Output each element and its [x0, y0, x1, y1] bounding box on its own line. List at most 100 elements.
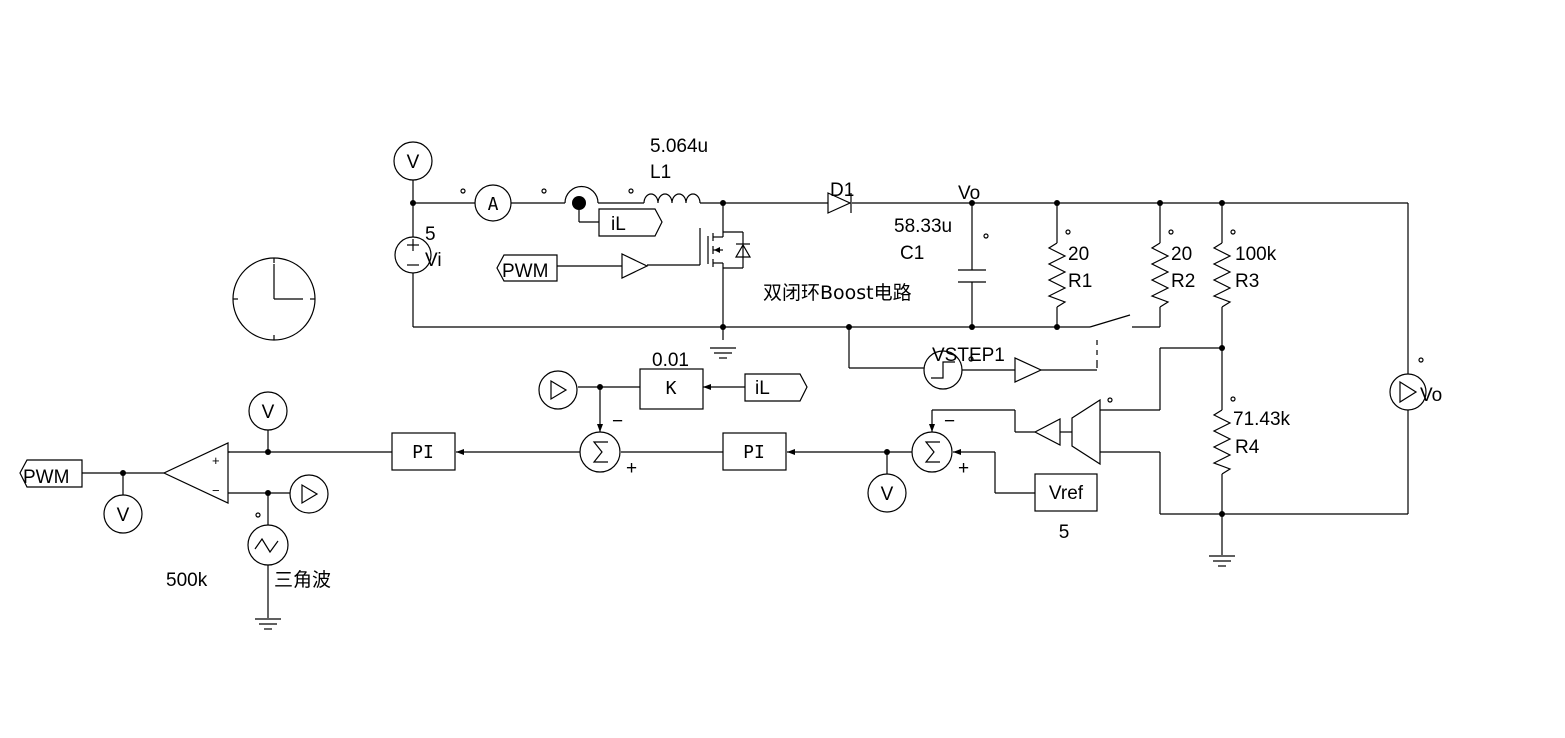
sum1-plus-sign: +	[626, 458, 637, 479]
control-loop	[82, 347, 1222, 618]
junction-dot	[1157, 200, 1163, 206]
vref-label: Vref	[1049, 483, 1084, 504]
ground-symbol	[710, 347, 736, 359]
current-sensor[interactable]	[564, 185, 599, 223]
comparator-plus-sign: +	[212, 453, 220, 468]
resistor-r3-value: 100k	[1235, 244, 1277, 265]
diode-d1[interactable]	[827, 192, 852, 214]
feedback-differential-amp[interactable]	[1033, 398, 1101, 466]
junction-dot	[1219, 200, 1225, 206]
voltmeter-label: V	[881, 484, 894, 505]
resistor-r2[interactable]	[1150, 242, 1170, 308]
output-node-label: Vo	[958, 183, 980, 204]
resistor-r2-name: R2	[1171, 271, 1195, 292]
diode-name: D1	[830, 180, 854, 201]
comparator-minus-sign: −	[212, 483, 220, 498]
il-input-label: iL	[744, 373, 808, 402]
ammeter[interactable]: A	[474, 184, 512, 222]
source-name: Vi	[425, 250, 442, 271]
carrier-frequency: 500k	[166, 570, 208, 591]
input-voltmeter[interactable]: V	[393, 141, 433, 181]
gate-driver[interactable]	[557, 253, 649, 279]
resistor-r1[interactable]	[1047, 242, 1067, 308]
load-step-switch[interactable]	[1089, 314, 1131, 368]
pin-marker	[968, 356, 974, 362]
voltmeter[interactable]: V	[867, 473, 907, 513]
junction-dot	[720, 324, 726, 330]
resistor-r4-value: 71.43k	[1233, 409, 1291, 430]
pwm-output-text: PWM	[23, 467, 69, 488]
mosfet-switch[interactable]	[647, 228, 752, 269]
vref-block[interactable]: Vref	[1034, 473, 1098, 512]
gain-value: 0.01	[652, 350, 689, 371]
il-output-label: iL	[598, 208, 663, 237]
sum2-minus-sign: −	[944, 411, 955, 432]
pin-marker	[1107, 397, 1113, 403]
pwm-input-label: PWM	[496, 254, 558, 282]
resistor-r2-value: 20	[1171, 244, 1192, 265]
junction-dot	[969, 324, 975, 330]
pwm-label: PWM	[502, 261, 548, 282]
pin-marker	[255, 512, 261, 518]
gain-block-k[interactable]: K	[639, 368, 704, 410]
junction-dot	[969, 200, 975, 206]
ground-symbol	[1209, 555, 1235, 567]
dc-source-vi[interactable]	[394, 236, 432, 274]
pin-marker	[628, 188, 634, 194]
junction-dot	[1054, 200, 1060, 206]
pwm-comparator[interactable]	[162, 442, 230, 504]
pin-marker	[1418, 357, 1424, 363]
pin-marker	[983, 233, 989, 239]
inductor-l1[interactable]	[643, 193, 701, 204]
capacitor-c1[interactable]	[958, 269, 986, 283]
carrier-probe[interactable]	[289, 474, 329, 514]
voltmeter[interactable]: V	[103, 494, 143, 534]
capacitor-name: C1	[900, 243, 924, 264]
voltage-pi-controller[interactable]: PI	[722, 432, 787, 471]
triangle-wave-source[interactable]	[247, 524, 289, 566]
il-label: iL	[611, 214, 626, 235]
current-summing-junction[interactable]	[579, 431, 621, 473]
circuit-title: 双闭环Boost电路	[763, 282, 912, 304]
resistor-r3[interactable]	[1212, 242, 1232, 308]
pi-label: PI	[743, 442, 765, 463]
il-input-text: iL	[755, 378, 770, 399]
resistor-r4-name: R4	[1235, 437, 1260, 458]
pin-marker	[1065, 229, 1071, 235]
pin-marker	[1230, 229, 1236, 235]
resistor-r4[interactable]	[1212, 409, 1232, 475]
step-source[interactable]	[848, 327, 1097, 390]
inductor-name: L1	[650, 162, 671, 183]
probe-vo-label: Vo	[1420, 385, 1442, 406]
capacitor-value: 58.33u	[894, 216, 952, 237]
sum2-plus-sign: +	[958, 458, 969, 479]
vref-value: 5	[1059, 522, 1070, 543]
power-stage	[255, 180, 1424, 555]
voltmeter-label: V	[407, 152, 420, 173]
resistor-r3-name: R3	[1235, 271, 1259, 292]
resistor-r1-value: 20	[1068, 244, 1089, 265]
pin-marker	[1230, 396, 1236, 402]
ground-symbol	[255, 618, 281, 630]
ammeter-label: A	[488, 194, 499, 215]
voltmeter[interactable]: V	[248, 391, 288, 431]
current-pi-controller[interactable]: PI	[391, 432, 456, 471]
junction-dot	[1219, 511, 1225, 517]
voltage-summing-junction[interactable]	[911, 431, 953, 473]
voltmeter-label: V	[262, 402, 275, 423]
pin-marker	[1168, 229, 1174, 235]
step-source-name: VSTEP1	[932, 345, 1005, 366]
source-value: 5	[425, 224, 436, 245]
vo-voltage-probe[interactable]	[1389, 373, 1427, 411]
sum1-minus-sign: −	[612, 411, 623, 432]
pwm-output-label: PWM	[19, 459, 83, 488]
gain-label: K	[666, 378, 677, 399]
pin-marker	[541, 188, 547, 194]
clock-icon[interactable]	[232, 257, 316, 341]
junction-dot	[410, 200, 416, 206]
current-ref-probe[interactable]	[538, 370, 578, 410]
inductor-value: 5.064u	[650, 136, 708, 157]
carrier-name: 三角波	[274, 569, 331, 591]
